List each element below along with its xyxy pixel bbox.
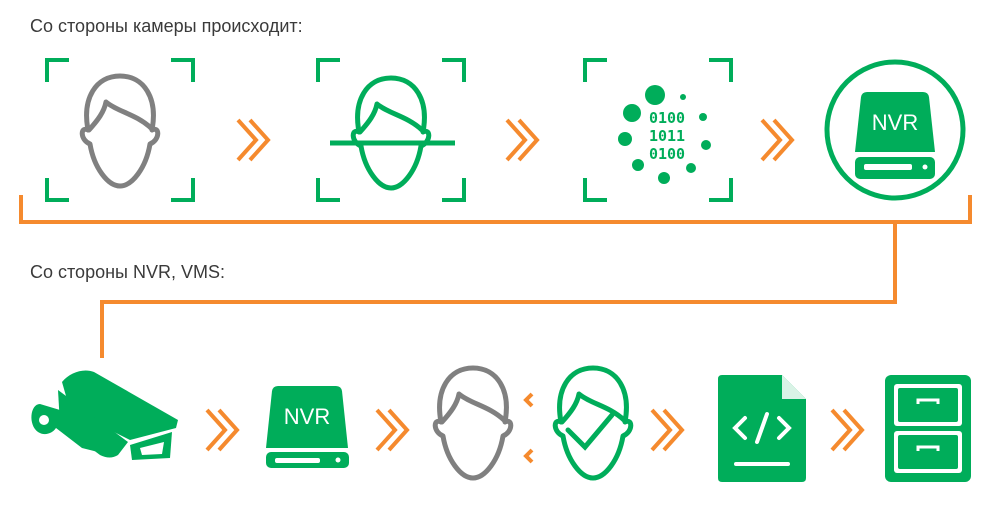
nvr-circle-icon: NVR xyxy=(824,59,966,201)
nvr-side-title: Со стороны NVR, VMS: xyxy=(30,262,225,282)
camera-side-title: Со стороны камеры происходит: xyxy=(30,16,303,36)
nvr-drive-icon: NVR xyxy=(266,386,349,468)
chevron-icon xyxy=(505,118,539,162)
chevron-icon xyxy=(205,408,239,452)
frame-binary-data: 0100 1011 0100 xyxy=(583,58,733,202)
frame-face-scan xyxy=(316,58,466,202)
chevron-icon xyxy=(830,408,864,452)
chevron-icon xyxy=(760,118,794,162)
binary-line: 1011 xyxy=(649,127,685,145)
connector-down xyxy=(100,222,897,358)
binary-line: 0100 xyxy=(649,109,685,127)
binary-line: 0100 xyxy=(649,145,685,163)
nvr-label: NVR xyxy=(284,404,330,429)
compare-arrows-icon xyxy=(523,392,534,464)
chevron-icon xyxy=(650,408,684,452)
face-verified-icon xyxy=(555,368,631,478)
chevron-icon xyxy=(236,118,270,162)
code-document-icon xyxy=(718,375,806,482)
face-gray-icon xyxy=(435,368,511,478)
file-cabinet-icon xyxy=(885,375,971,482)
chevron-icon xyxy=(375,408,409,452)
frame-face-gray xyxy=(45,58,195,202)
connector-top xyxy=(19,195,972,224)
nvr-label: NVR xyxy=(872,110,918,135)
camera-icon xyxy=(31,370,178,460)
